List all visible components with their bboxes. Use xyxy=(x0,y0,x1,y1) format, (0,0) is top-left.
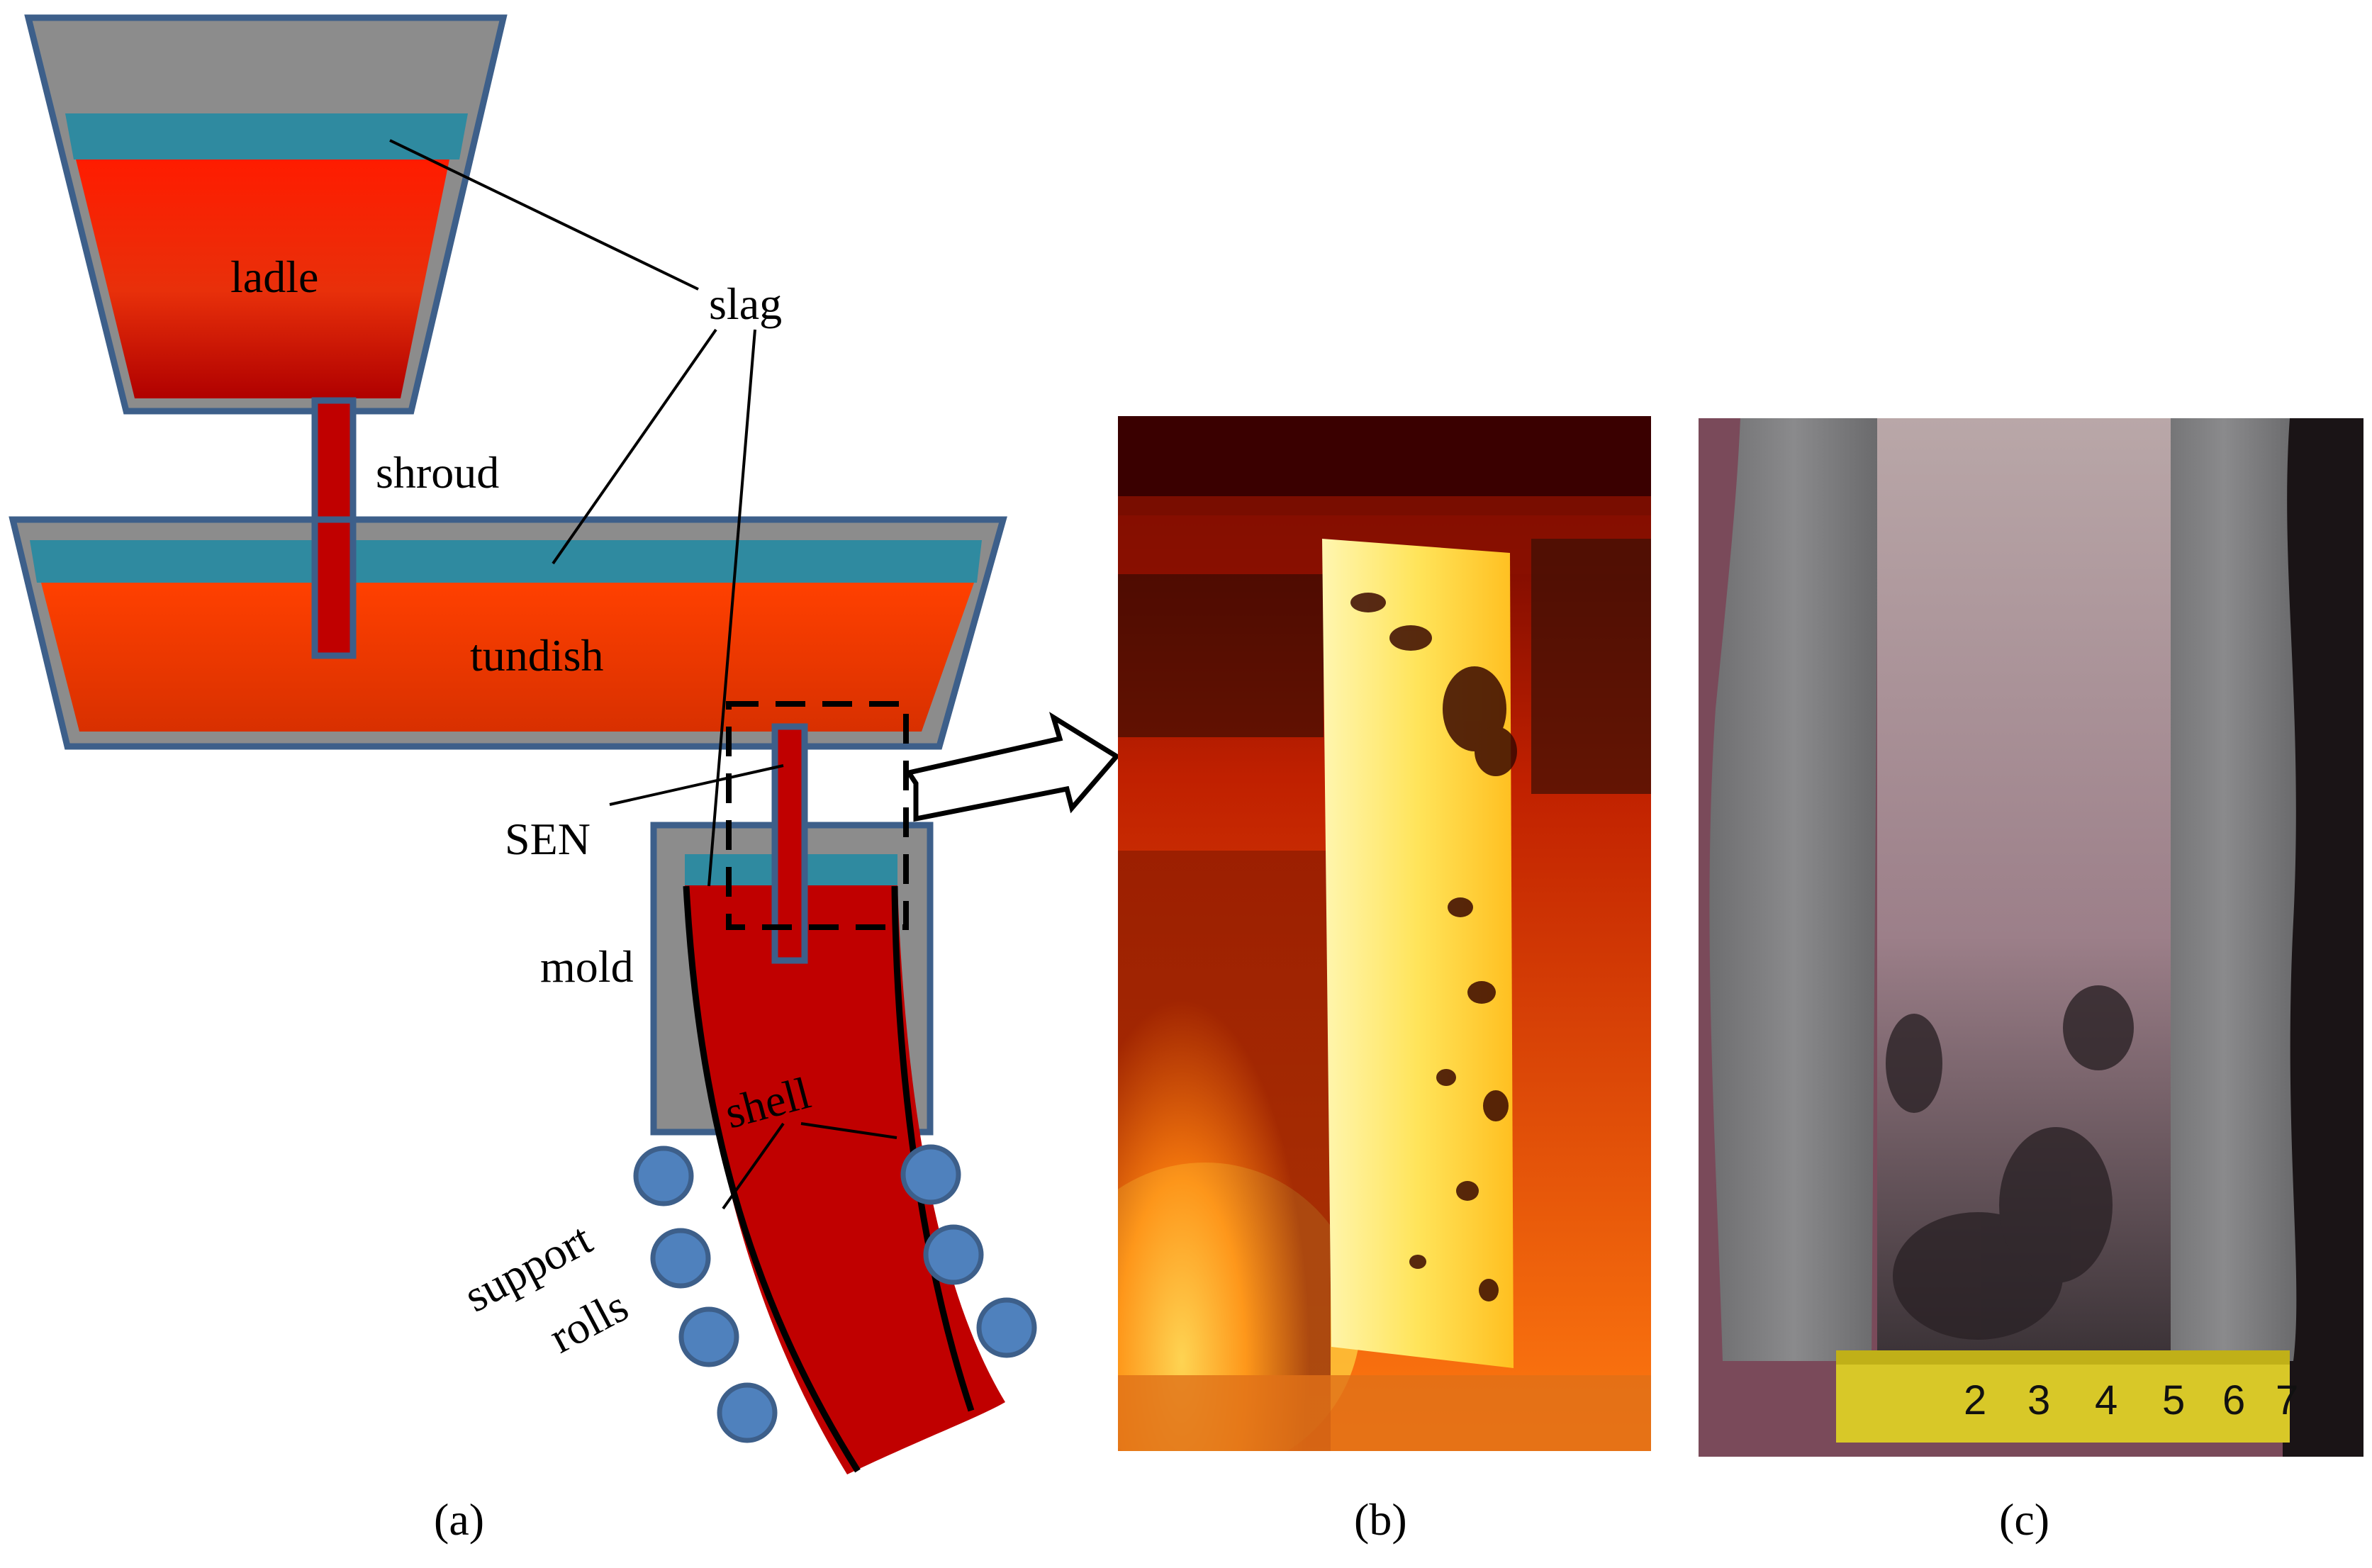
label-sen: SEN xyxy=(505,814,591,864)
sen-leader xyxy=(609,764,784,806)
label-ladle: ladle xyxy=(230,252,318,302)
support-roll xyxy=(650,1228,711,1289)
ladle-molten-steel xyxy=(76,159,449,398)
measuring-tape xyxy=(1836,1350,2290,1443)
tape-number: 6 xyxy=(2222,1377,2245,1423)
label-tundish: tundish xyxy=(470,630,603,681)
tundish-molten-steel xyxy=(41,583,974,732)
leader-lines xyxy=(389,139,897,1210)
label-rolls: rolls xyxy=(541,1280,636,1362)
caption-a: (a) xyxy=(434,1494,484,1545)
slab-section-right xyxy=(2152,418,2297,1361)
support-roll xyxy=(923,1224,984,1285)
support-roll xyxy=(976,1297,1037,1358)
tape-numbers: 2 3 4 5 6 7 xyxy=(1964,1377,2298,1423)
tundish-vessel xyxy=(9,516,1007,750)
support-roll xyxy=(678,1306,739,1367)
shell-leader-left xyxy=(722,1122,785,1210)
tape-number: 2 xyxy=(1964,1377,1986,1423)
strand-molten-steel xyxy=(685,885,1005,1474)
panel-c-photo: 2 3 4 5 6 7 xyxy=(1699,418,2363,1457)
support-roll xyxy=(900,1144,961,1205)
shell-leader-right xyxy=(800,1122,897,1139)
ladle-vessel xyxy=(24,14,508,415)
support-roll xyxy=(633,1146,694,1206)
label-mold: mold xyxy=(540,941,634,992)
hot-slab xyxy=(1322,539,1514,1368)
ladle-slag-layer xyxy=(65,113,468,159)
panel-b-photo xyxy=(1118,416,1651,1451)
slab-section-left xyxy=(1709,418,1879,1361)
tape-number: 4 xyxy=(2095,1377,2118,1423)
label-shroud: shroud xyxy=(376,447,499,498)
zoom-arrow xyxy=(905,712,1121,822)
caption-b: (b) xyxy=(1354,1494,1407,1545)
slag-leader-tundish xyxy=(552,328,717,565)
label-slag: slag xyxy=(709,279,782,329)
slag-leader-ladle xyxy=(389,139,699,291)
caption-c: (c) xyxy=(1999,1494,2049,1545)
support-rolls xyxy=(633,1144,1037,1443)
tundish-slag-layer xyxy=(30,540,982,583)
panel-a-schematic: ladle slag shroud tundish SEN mold shell… xyxy=(9,14,1121,1545)
slag-leader-mold xyxy=(707,329,756,887)
tape-number: 7 xyxy=(2276,1377,2298,1423)
support-roll xyxy=(717,1382,778,1443)
tape-number: 5 xyxy=(2162,1377,2185,1423)
tape-number: 3 xyxy=(2027,1377,2050,1423)
zoom-region-box xyxy=(726,701,909,930)
